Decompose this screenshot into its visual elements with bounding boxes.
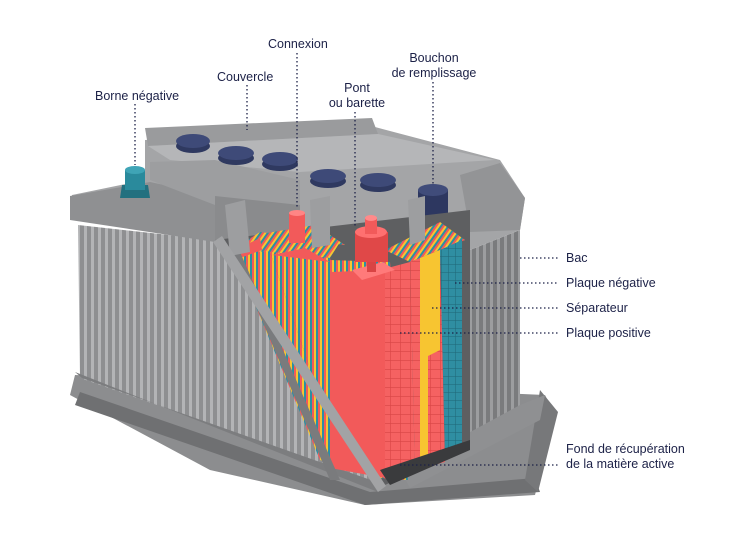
cut-edge <box>213 236 386 492</box>
label-bouchon-line2: de remplissage <box>391 66 477 80</box>
label-borne-negative: Borne négative <box>95 89 180 103</box>
label-couvercle: Couvercle <box>217 70 274 84</box>
label-pont-line2: ou barette <box>328 96 386 110</box>
filler-caps <box>176 134 448 228</box>
label-fond-line1: Fond de récupération <box>566 442 685 456</box>
label-bouchon: Bouchon de remplissage <box>388 51 480 81</box>
label-plaque-negative: Plaque négative <box>566 276 656 290</box>
label-pont-line1: Pont <box>344 81 370 95</box>
red-connectors <box>289 210 388 272</box>
label-connexion: Connexion <box>268 37 328 51</box>
label-separateur: Séparateur <box>566 301 628 315</box>
label-fond-line2: de la matière active <box>566 457 675 471</box>
label-bouchon-line1: Bouchon <box>409 51 459 65</box>
label-bac: Bac <box>566 251 588 265</box>
negative-terminal <box>120 166 150 198</box>
leader-lines <box>134 53 558 466</box>
label-pont: Pont ou barette <box>328 81 386 111</box>
label-plaque-positive: Plaque positive <box>566 326 651 340</box>
label-fond: Fond de récupération de la matière activ… <box>566 442 685 472</box>
